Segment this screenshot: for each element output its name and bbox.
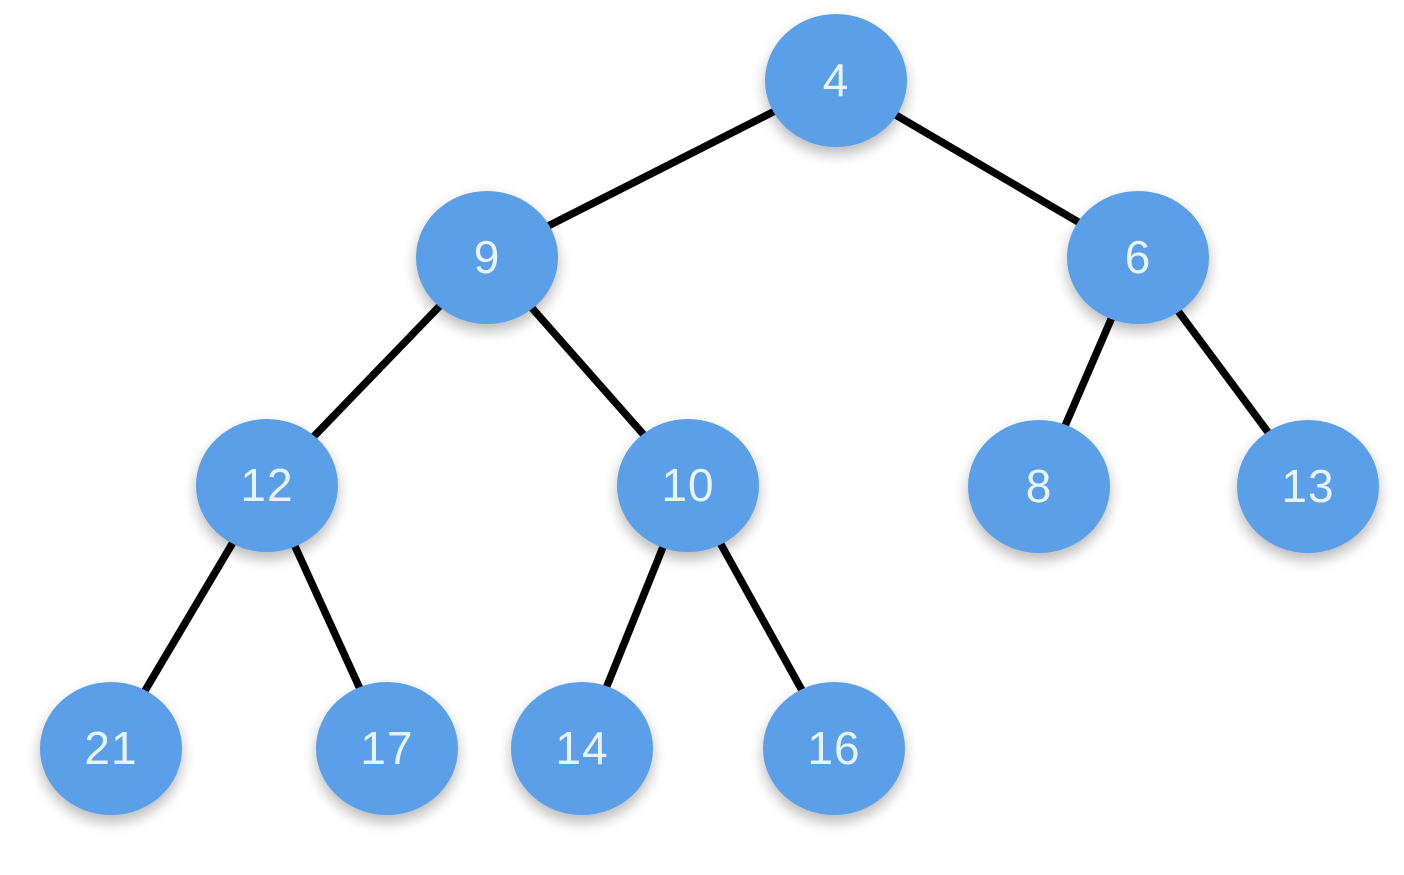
tree-node-6: 6 [1067, 190, 1209, 324]
tree-node-label: 17 [360, 722, 414, 774]
tree-node-label: 16 [807, 722, 861, 774]
tree-node-label: 13 [1281, 460, 1335, 512]
tree-node-label: 12 [240, 459, 294, 511]
tree-node-label: 21 [84, 722, 138, 774]
tree-node-9: 9 [416, 190, 558, 324]
tree-node-4: 4 [765, 13, 907, 147]
tree-node-16: 16 [763, 681, 905, 815]
tree-node-12: 12 [196, 418, 338, 552]
tree-node-label: 9 [473, 231, 501, 283]
tree-node-17: 17 [316, 681, 458, 815]
tree-node-21: 21 [40, 681, 182, 815]
tree-node-label: 6 [1124, 231, 1152, 283]
tree-node-8: 8 [968, 419, 1110, 553]
tree-node-14: 14 [511, 681, 653, 815]
tree-node-10: 10 [617, 418, 759, 552]
tree-node-13: 13 [1237, 419, 1379, 553]
tree-node-label: 8 [1025, 460, 1053, 512]
tree-node-label: 10 [661, 459, 715, 511]
tree-node-label: 4 [822, 54, 850, 106]
tree-node-label: 14 [555, 722, 609, 774]
